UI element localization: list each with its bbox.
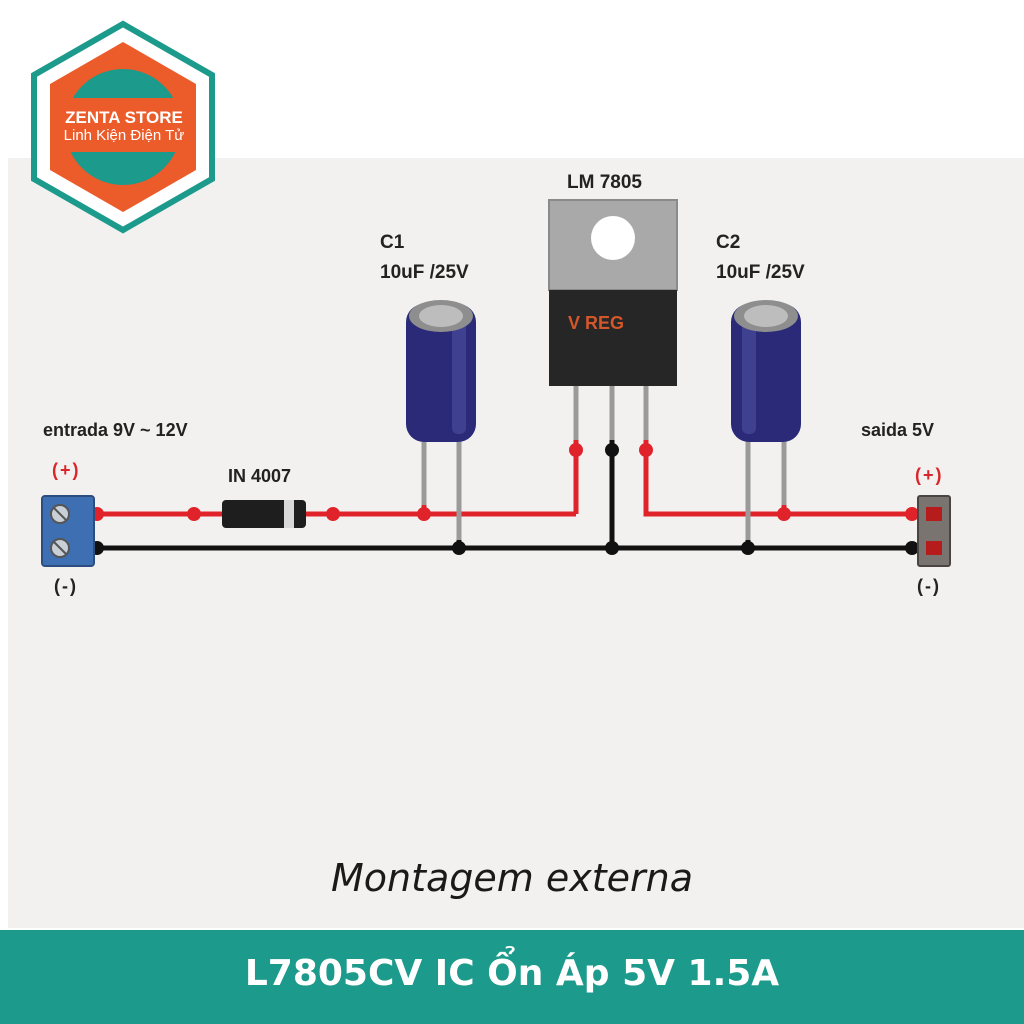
capacitor-c2	[731, 300, 801, 442]
positive-junctions	[90, 443, 919, 521]
input-terminal	[41, 495, 95, 567]
output-positive-label: (+)	[915, 465, 944, 485]
diode-name: IN 4007	[228, 466, 292, 486]
input-negative-label: (-)	[54, 576, 78, 596]
output-negative-label: (-)	[917, 576, 941, 596]
output-label: saida 5V	[861, 420, 935, 440]
product-title: L7805CV IC Ổn Áp 5V 1.5A	[244, 953, 780, 994]
ground-junctions	[90, 443, 919, 555]
regulator-marking: V REG	[568, 313, 625, 333]
diode-in4007	[222, 500, 306, 528]
diagram-panel	[8, 158, 1024, 928]
regulator-lm7805	[548, 199, 678, 386]
logo-brand: ZENTA STORE	[65, 108, 183, 127]
input-label: entrada 9V ~ 12V	[43, 420, 188, 440]
output-terminal	[917, 495, 951, 567]
diagram-caption: Montagem externa	[330, 856, 694, 900]
c1-value: 10uF /25V	[380, 262, 469, 283]
logo-subtitle: Linh Kiện Điện Tử	[63, 127, 185, 144]
input-positive-label: (+)	[52, 460, 81, 480]
c2-value: 10uF /25V	[716, 262, 805, 283]
c1-name: C1	[380, 232, 405, 253]
component-leads	[421, 385, 787, 540]
regulator-name: LM 7805	[567, 172, 642, 193]
capacitor-c1	[406, 300, 476, 442]
c2-name: C2	[716, 232, 741, 253]
zenta-store-logo	[31, 20, 215, 234]
product-banner	[0, 930, 1024, 1024]
